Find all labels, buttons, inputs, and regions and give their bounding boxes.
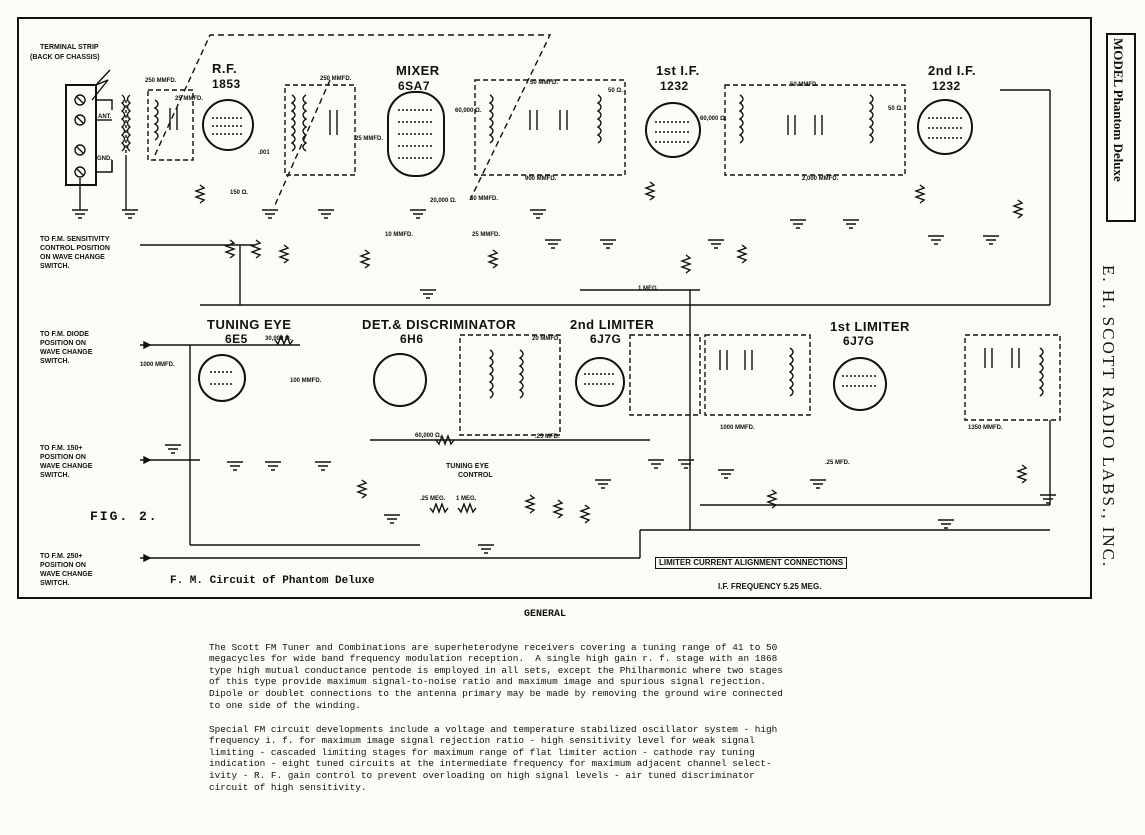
component-value: 250 MMFD.: [320, 76, 352, 82]
note-line: WAVE CHANGE: [40, 463, 93, 470]
component-value: .25 MFD.: [535, 434, 560, 440]
if-frequency: I.F. FREQUENCY 5.25 MEG.: [718, 582, 822, 591]
general-paragraph-2: Special FM circuit developments include …: [209, 712, 777, 793]
paragraph-line: to one side of the winding.: [209, 699, 361, 711]
note-line: ON WAVE CHANGE: [40, 254, 105, 261]
gnd-label: GND.: [97, 156, 112, 162]
component-value: 10 MMFD.: [385, 232, 414, 238]
note-line: TO F.M. 150+: [40, 445, 83, 452]
tuning-eye-control-label: TUNING EYE: [446, 463, 489, 470]
paragraph-line: Special FM circuit developments include …: [209, 723, 778, 735]
second-if-tube-label: 2nd I.F.: [928, 63, 977, 78]
figure-number: FIG. 2.: [90, 509, 159, 524]
tuning-eye-tube-label: TUNING EYE: [207, 317, 292, 332]
paragraph-line: Dipole or doublet connections to the ant…: [209, 687, 783, 699]
component-value: 1350 MMFD.: [968, 425, 1003, 431]
note-line: WAVE CHANGE: [40, 571, 93, 578]
component-value: 20 MMFD.: [532, 336, 561, 342]
note-250: TO F.M. 250+ POSITION ON WAVE CHANGE SWI…: [40, 552, 92, 588]
rf-tube-number: 1853: [212, 77, 241, 91]
component-value: 1000 MMFD.: [720, 425, 755, 431]
component-value: 25 MMFD.: [355, 136, 384, 142]
component-value: 30,000 Ω.: [265, 336, 292, 342]
component-value: 1 MEG.: [638, 286, 659, 292]
note-line: SWITCH.: [40, 472, 70, 479]
general-heading: GENERAL: [524, 609, 567, 620]
note-line: CONTROL POSITION: [40, 245, 110, 252]
note-line: TO F.M. DIODE: [40, 331, 89, 338]
terminal-strip-sublabel: (BACK OF CHASSIS): [30, 54, 100, 61]
model-frame: [1106, 33, 1136, 222]
note-line: WAVE CHANGE: [40, 349, 93, 356]
component-value: 50 Ω.: [888, 106, 903, 112]
component-value: 50 MMFD.: [470, 196, 499, 202]
note-line: TO F.M. SENSITIVITY: [40, 236, 110, 243]
second-limiter-tube-number: 6J7G: [590, 332, 622, 346]
note-diode: TO F.M. DIODE POSITION ON WAVE CHANGE SW…: [40, 330, 92, 366]
paragraph-line: circuit of high sensitivity.: [209, 781, 367, 793]
component-value: 50 MMFD.: [530, 80, 559, 86]
general-paragraph-1: The Scott FM Tuner and Combinations are …: [209, 630, 783, 711]
note-line: POSITION ON: [40, 454, 86, 461]
figure-caption: F. M. Circuit of Phantom Deluxe: [170, 575, 375, 587]
paragraph-line: indication - eight tuned circuits at the…: [209, 758, 772, 770]
component-value: 50 Ω.: [608, 88, 623, 94]
component-value: 1000 MMFD.: [140, 362, 175, 368]
note-line: TO F.M. 250+: [40, 553, 83, 560]
paragraph-line: ivity - R. F. gain control to prevent ov…: [209, 769, 755, 781]
note-line: SWITCH.: [40, 358, 70, 365]
second-limiter-tube-label: 2nd LIMITER: [570, 317, 655, 332]
component-value: 60,000 Ω.: [415, 433, 442, 439]
component-value: 2,000 MMFD.: [802, 176, 839, 182]
limiter-alignment-box: LIMITER CURRENT ALIGNMENT CONNECTIONS: [655, 557, 848, 569]
note-line: POSITION ON: [40, 340, 86, 347]
first-limiter-tube-number: 6J7G: [843, 334, 875, 348]
component-value: 1 MEG.: [456, 496, 477, 502]
note-line: SWITCH.: [40, 263, 70, 270]
paragraph-line: of this type provide maximum signal-to-n…: [209, 676, 766, 688]
terminal-strip: [65, 84, 97, 186]
paragraph-line: megacycles for wide band frequency modul…: [209, 653, 778, 665]
det-disc-tube-label: DET.& DISCRIMINATOR: [362, 317, 517, 332]
mixer-tube-number: 6SA7: [398, 79, 431, 93]
note-line: POSITION ON: [40, 562, 86, 569]
note-sensitivity: TO F.M. SENSITIVITY CONTROL POSITION ON …: [40, 235, 110, 271]
component-value: 60,000 Ω.: [455, 108, 482, 114]
component-value: 60,000 Ω.: [700, 116, 727, 122]
note-150: TO F.M. 150+ POSITION ON WAVE CHANGE SWI…: [40, 444, 92, 480]
component-value: 250 MMFD.: [145, 78, 177, 84]
component-value: 100 MMFD.: [290, 378, 322, 384]
paragraph-line: type high mutual conductance pentode is …: [209, 664, 783, 676]
first-if-tube-label: 1st I.F.: [656, 63, 700, 78]
component-value: 25 MMFD.: [472, 232, 501, 238]
model-title: MODEL Phantom Deluxe: [1111, 38, 1126, 182]
tuning-eye-tube-number: 6E5: [225, 332, 248, 346]
component-value: .001: [258, 150, 270, 156]
note-line: SWITCH.: [40, 580, 70, 587]
component-value: .25 MFD.: [825, 460, 850, 466]
paragraph-line: The Scott FM Tuner and Combinations are …: [209, 641, 778, 653]
component-value: 50 MMFD.: [790, 82, 819, 88]
component-value: .25 MEG.: [420, 496, 446, 502]
component-value: 25 MMFD.: [175, 96, 204, 102]
mixer-tube-label: MIXER: [396, 63, 440, 78]
terminal-strip-label: TERMINAL STRIP: [40, 44, 99, 51]
paragraph-line: frequency i. f. for maximum image signal…: [209, 735, 755, 747]
first-if-tube-number: 1232: [660, 79, 689, 93]
first-limiter-tube-label: 1st LIMITER: [830, 319, 910, 334]
det-disc-tube-number: 6H6: [400, 332, 424, 346]
tuning-eye-control-label-2: CONTROL: [458, 472, 493, 479]
company-name: E. H. SCOTT RADIO LABS., INC.: [1099, 265, 1118, 569]
component-value: 150 Ω.: [230, 190, 249, 196]
component-value: 900 MMFD.: [525, 176, 557, 182]
ant-label: ANT.: [98, 114, 112, 120]
second-if-tube-number: 1232: [932, 79, 961, 93]
outer-frame: [17, 17, 1092, 599]
paragraph-line: limiting - cascaded limiting stages for …: [209, 746, 755, 758]
rf-tube-label: R.F.: [212, 61, 238, 76]
component-value: 20,000 Ω.: [430, 198, 457, 204]
